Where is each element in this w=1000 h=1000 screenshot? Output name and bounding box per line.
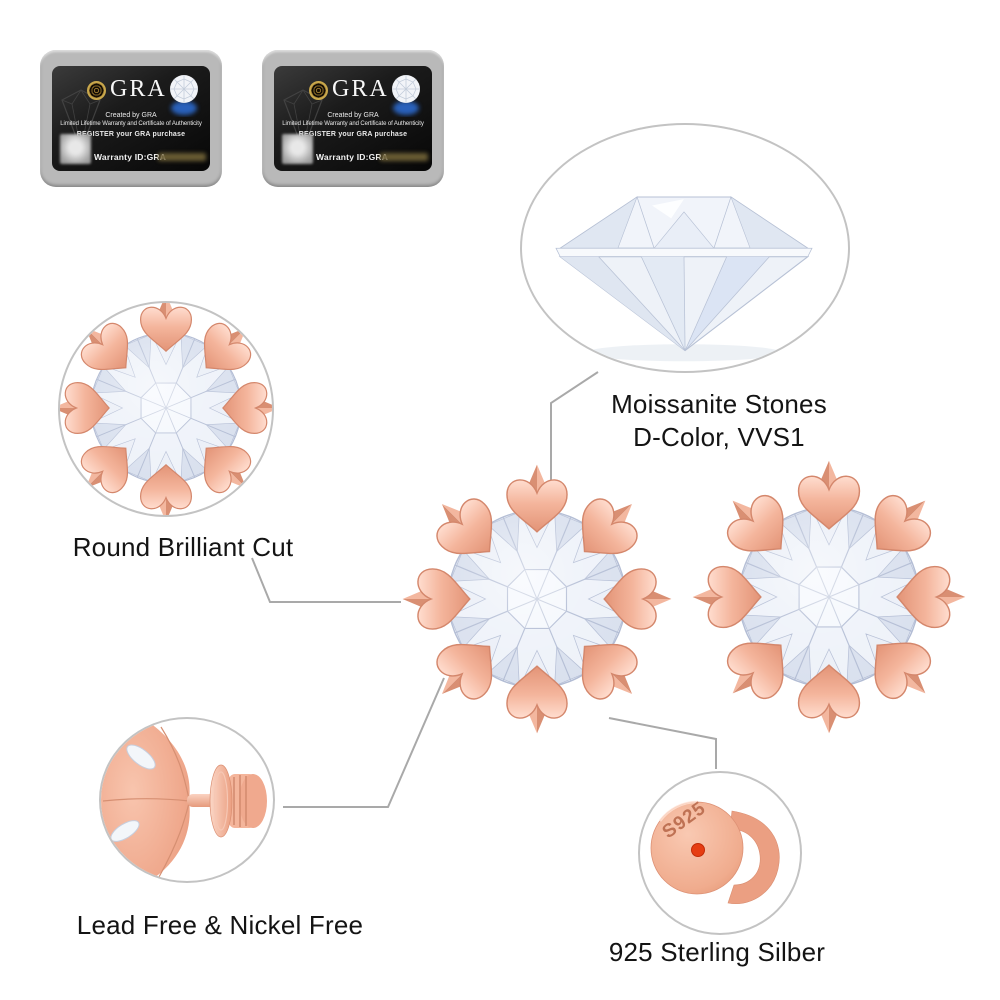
- moissanite-stone-callout: [520, 123, 850, 373]
- gra-card-body: GRA Created by GRA Limited Lifetime Warr…: [274, 66, 432, 171]
- earring-right: [684, 452, 974, 742]
- cut-label: Round Brilliant Cut: [72, 532, 294, 562]
- earring-back-view: S925: [650, 798, 780, 905]
- silver-back-callout: S925: [638, 771, 802, 935]
- moissanite-side-view: [555, 196, 813, 362]
- silver-label: 925 Sterling Silber: [608, 937, 826, 967]
- leader-cut: [251, 557, 401, 603]
- card-warranty-line: Limited Lifetime Warranty and Certificat…: [60, 121, 202, 127]
- gra-brand: GRA: [332, 76, 389, 102]
- moissanite-label-line2: D-Color, VVS1: [633, 422, 805, 452]
- lead-free-callout: [99, 717, 275, 883]
- gra-certificate-card-1: GRA Created by GRA Limited Lifetime Warr…: [40, 50, 222, 187]
- card-register-line: REGISTER your GRA purchase: [298, 131, 408, 138]
- blurred-diamond-thumb: [60, 134, 91, 164]
- gra-brand: GRA: [110, 76, 167, 102]
- warranty-id-label: Warranty ID:GRA: [94, 152, 167, 162]
- earring-side-view: [101, 719, 267, 881]
- warranty-id-label: Warranty ID:GRA: [316, 152, 389, 162]
- round-cut-callout: [58, 301, 274, 517]
- blurred-diamond-thumb: [282, 134, 313, 164]
- gra-certificate-card-2: GRA Created by GRA Limited Lifetime Warr…: [262, 50, 444, 187]
- card-register-line: REGISTER your GRA purchase: [76, 131, 186, 138]
- card-created-line: Created by GRA: [327, 112, 379, 119]
- gra-seal-icon: [87, 81, 106, 100]
- moissanite-label-line1: Moissanite Stones: [611, 389, 827, 419]
- card-warranty-line: Limited Lifetime Warranty and Certificat…: [282, 121, 424, 127]
- earring-left: [394, 456, 680, 742]
- gra-card-body: GRA Created by GRA Limited Lifetime Warr…: [52, 66, 210, 171]
- diamond-gem-icon: [170, 75, 198, 115]
- card-created-line: Created by GRA: [105, 112, 157, 119]
- blurred-serial-number: [158, 153, 206, 161]
- lead-free-label: Lead Free & Nickel Free: [76, 910, 364, 940]
- diamond-gem-icon: [392, 75, 420, 115]
- blurred-serial-number: [380, 153, 428, 161]
- earring-top-view: [58, 301, 274, 517]
- moissanite-label: Moissanite Stones D-Color, VVS1: [535, 388, 903, 454]
- gra-seal-icon: [309, 81, 328, 100]
